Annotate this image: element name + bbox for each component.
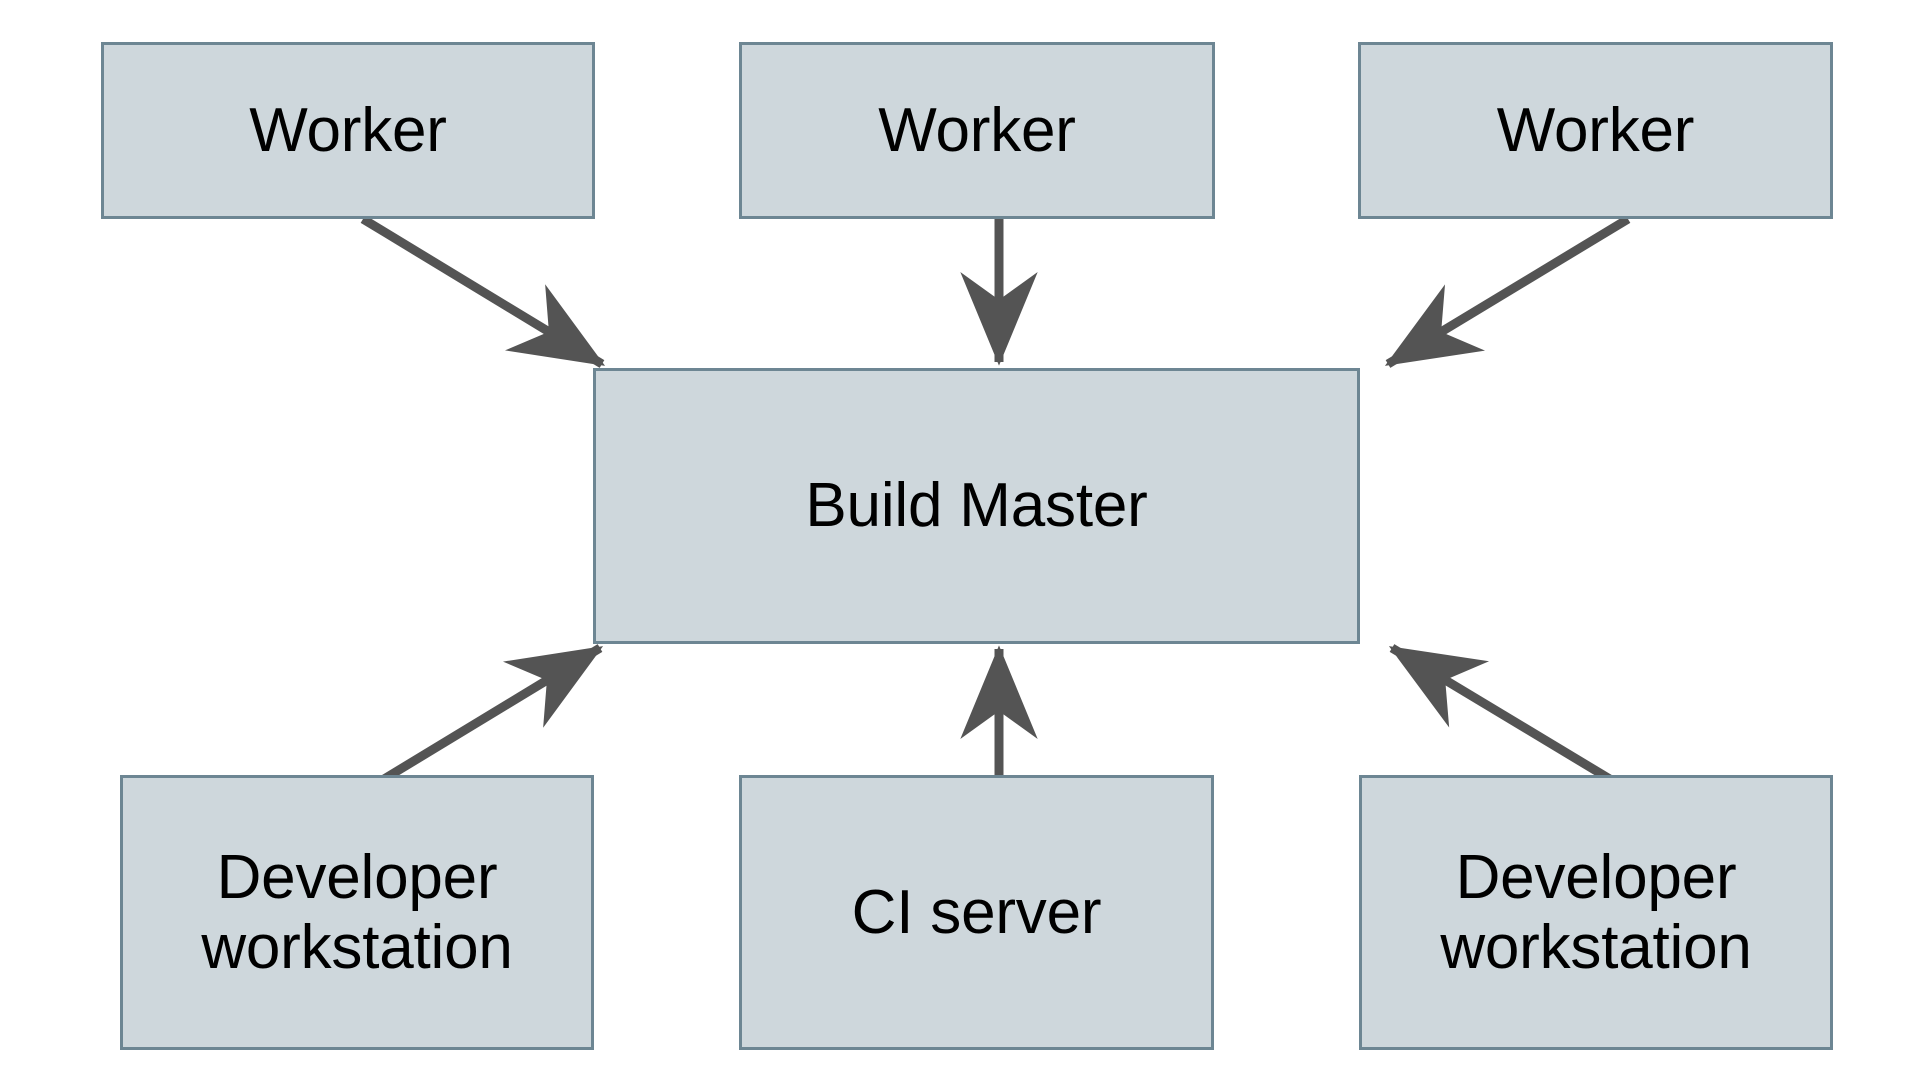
edge-worker1-master <box>360 215 606 368</box>
node-worker-3[interactable]: Worker <box>1358 42 1833 219</box>
edge-worker3-master <box>1384 215 1631 368</box>
node-worker-1[interactable]: Worker <box>101 42 595 219</box>
node-build-master-label: Build Master <box>805 471 1148 541</box>
node-developer-workstation-right[interactable]: Developer workstation <box>1359 775 1833 1050</box>
node-build-master[interactable]: Build Master <box>593 368 1360 644</box>
node-developer-workstation-left-label: Developer workstation <box>201 843 513 982</box>
node-developer-workstation-left[interactable]: Developer workstation <box>120 775 594 1050</box>
node-developer-workstation-right-label: Developer workstation <box>1440 843 1752 982</box>
node-worker-2[interactable]: Worker <box>739 42 1215 219</box>
node-worker-3-label: Worker <box>1496 95 1695 165</box>
edge-devws2-master <box>1388 644 1631 794</box>
node-worker-2-label: Worker <box>878 95 1076 165</box>
node-ci-server[interactable]: CI server <box>739 775 1214 1050</box>
node-worker-1-label: Worker <box>249 95 447 165</box>
node-ci-server-label: CI server <box>851 877 1102 947</box>
edge-devws1-master <box>363 644 604 794</box>
